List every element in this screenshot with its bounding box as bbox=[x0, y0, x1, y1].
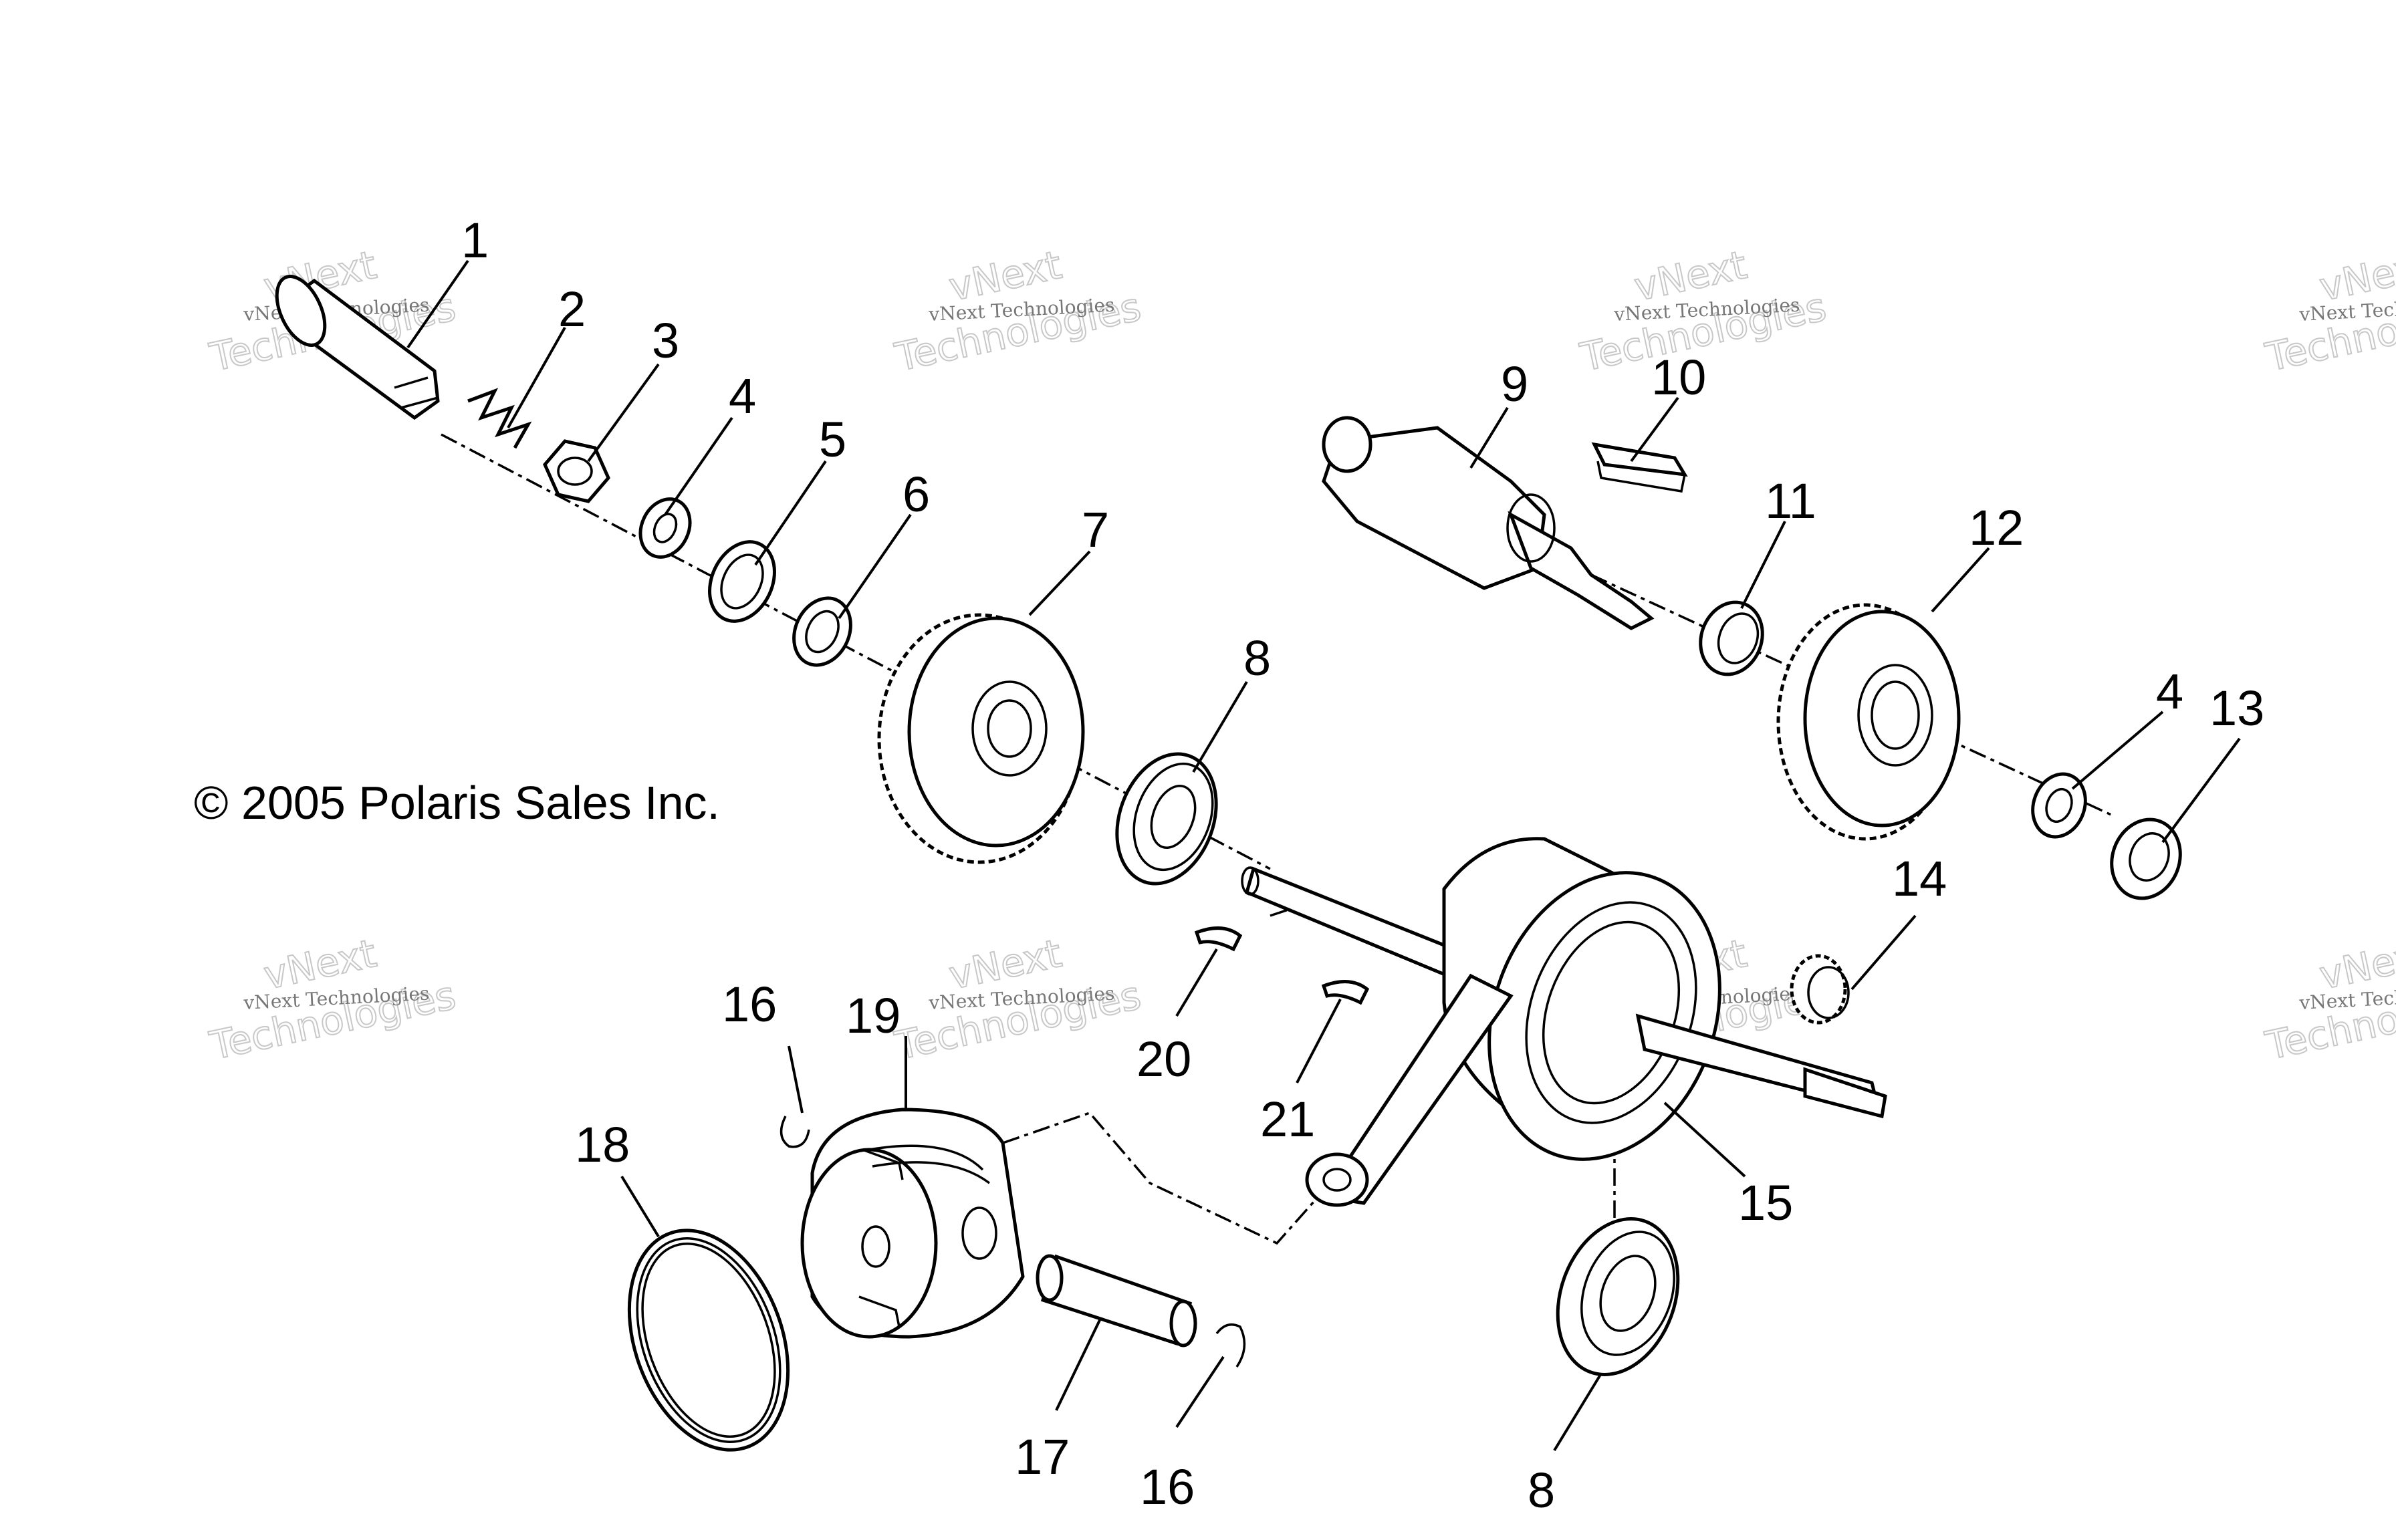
part-2-spring bbox=[467, 388, 532, 449]
axis-piston-to-rod bbox=[1002, 1111, 1332, 1245]
callout-6: 6 bbox=[903, 467, 930, 522]
callout-4: 4 bbox=[729, 368, 756, 424]
part-4-washer-left bbox=[638, 497, 692, 559]
callout-4-right: 4 bbox=[2156, 664, 2183, 719]
part-19-piston bbox=[800, 1108, 1025, 1339]
callout-1: 1 bbox=[461, 213, 489, 268]
part-7-gear bbox=[877, 613, 1085, 864]
part-15-crankshaft bbox=[1241, 837, 1887, 1207]
callout-12: 12 bbox=[1969, 500, 2024, 555]
callout-8-lower: 8 bbox=[1528, 1462, 1555, 1518]
callout-16: 16 bbox=[722, 977, 777, 1032]
part-21-key bbox=[1321, 980, 1370, 1005]
callout-17: 17 bbox=[1015, 1429, 1070, 1485]
part-17-piston-pin bbox=[1036, 1254, 1197, 1348]
callout-3: 3 bbox=[652, 313, 679, 368]
callout-10: 10 bbox=[1651, 350, 1706, 405]
callout-9: 9 bbox=[1501, 356, 1528, 412]
part-9-shaft-housing bbox=[1322, 416, 1655, 630]
callout-20: 20 bbox=[1136, 1031, 1191, 1087]
part-13-nut bbox=[2110, 817, 2182, 900]
part-12-gear bbox=[1776, 603, 1961, 841]
part-11-small-bearing bbox=[1699, 600, 1764, 676]
part-4-washer-right bbox=[2031, 772, 2087, 839]
part-1-bolt bbox=[275, 275, 440, 420]
callout-14: 14 bbox=[1892, 851, 1947, 906]
callout-19: 19 bbox=[846, 988, 901, 1043]
leader-lines bbox=[406, 259, 2241, 1452]
part-18-piston-ring bbox=[627, 1229, 790, 1452]
part-3-nut bbox=[543, 439, 610, 503]
callout-11: 11 bbox=[1765, 473, 1816, 529]
callout-16-lower: 16 bbox=[1140, 1459, 1195, 1515]
part-14-sprocket bbox=[1790, 954, 1850, 1025]
callout-labels: 1 2 3 4 5 6 7 8 9 10 11 12 4 13 14 15 16… bbox=[461, 213, 2264, 1518]
part-6-washer bbox=[792, 596, 852, 667]
callout-2: 2 bbox=[558, 281, 586, 337]
callout-7: 7 bbox=[1082, 502, 1109, 557]
part-16-circlip-lower bbox=[1215, 1323, 1246, 1368]
callout-15: 15 bbox=[1738, 1175, 1793, 1231]
watermark: vNext Technologies vNext Technologies vN… bbox=[205, 241, 2396, 1069]
part-5-bushing bbox=[708, 540, 776, 623]
callout-13: 13 bbox=[2209, 680, 2264, 736]
part-16-circlip-upper bbox=[780, 1116, 810, 1148]
callout-8: 8 bbox=[1243, 630, 1271, 686]
callout-18: 18 bbox=[575, 1117, 630, 1172]
callout-21: 21 bbox=[1260, 1092, 1315, 1147]
part-8-bearing-upper bbox=[1115, 752, 1218, 886]
callout-5: 5 bbox=[819, 412, 846, 467]
copyright-notice: © 2005 Polaris Sales Inc. bbox=[194, 777, 720, 829]
part-8-bearing-lower bbox=[1556, 1217, 1680, 1376]
part-10-key bbox=[1591, 442, 1688, 493]
part-20-key bbox=[1194, 926, 1243, 952]
